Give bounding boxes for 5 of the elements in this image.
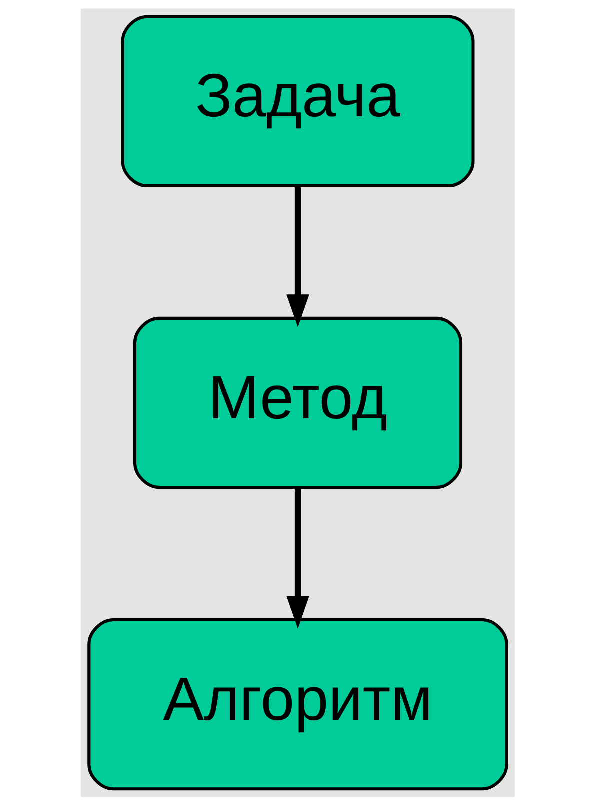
node-box: Задача (120, 15, 474, 188)
arrow (286, 488, 309, 629)
node-box: Метод (132, 316, 462, 490)
node-box: Алгоритм (87, 618, 508, 791)
arrow (286, 186, 309, 328)
